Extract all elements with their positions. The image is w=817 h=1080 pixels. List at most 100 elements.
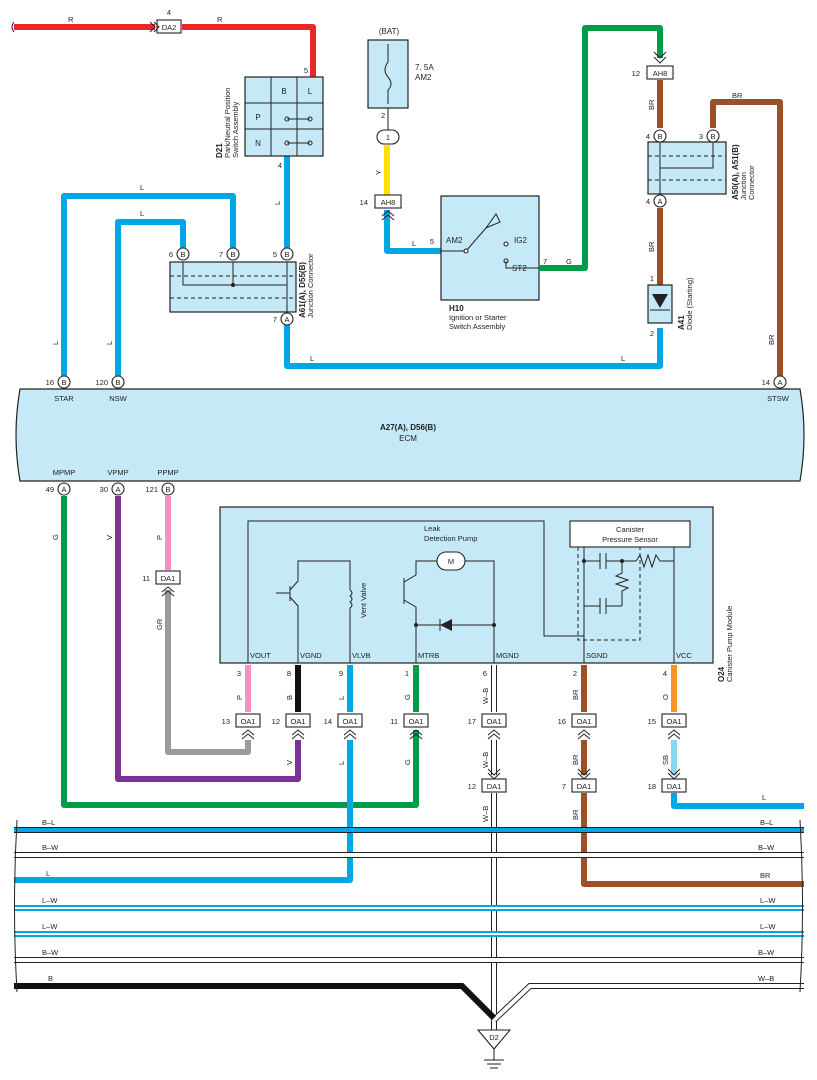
- svg-text:B: B: [230, 250, 235, 259]
- svg-text:O: O: [661, 694, 670, 700]
- svg-text:OA1: OA1: [576, 717, 591, 726]
- svg-text:B: B: [285, 695, 294, 700]
- svg-text:L–W: L–W: [42, 922, 58, 931]
- svg-text:7: 7: [543, 257, 547, 266]
- svg-text:5: 5: [273, 250, 277, 259]
- svg-text:11: 11: [142, 574, 150, 583]
- svg-text:7: 7: [273, 315, 277, 324]
- svg-text:Leak: Leak: [424, 524, 441, 533]
- svg-text:Ignition or Starter: Ignition or Starter: [449, 313, 507, 322]
- svg-text:W–B: W–B: [481, 806, 490, 822]
- svg-text:A: A: [115, 485, 120, 494]
- svg-text:2: 2: [381, 111, 385, 120]
- svg-text:AH8: AH8: [653, 69, 668, 78]
- svg-text:VPMP: VPMP: [107, 468, 128, 477]
- svg-text:A61(A), D55(B): A61(A), D55(B): [298, 262, 307, 318]
- svg-text:STSW: STSW: [767, 394, 790, 403]
- svg-text:121: 121: [145, 485, 158, 494]
- svg-text:OA1: OA1: [408, 717, 423, 726]
- o24-canister-pump-module: Leak Detection Pump M Vent Valve Caniste…: [219, 506, 734, 682]
- svg-text:L: L: [621, 354, 625, 363]
- svg-text:B: B: [710, 132, 715, 141]
- svg-text:Canister: Canister: [616, 525, 644, 534]
- svg-text:B: B: [61, 378, 66, 387]
- svg-text:1: 1: [386, 133, 390, 142]
- svg-text:GR: GR: [155, 618, 164, 630]
- svg-text:A27(A), D56(B): A27(A), D56(B): [380, 423, 436, 432]
- svg-text:Pressure Sensor: Pressure Sensor: [602, 535, 658, 544]
- svg-text:49: 49: [46, 485, 54, 494]
- svg-text:PPMP: PPMP: [157, 468, 178, 477]
- svg-text:R: R: [68, 15, 74, 24]
- svg-text:14: 14: [324, 717, 332, 726]
- svg-text:SB: SB: [661, 755, 670, 765]
- svg-text:VLVB: VLVB: [352, 651, 371, 660]
- svg-text:BR: BR: [767, 334, 776, 345]
- svg-text:B–W: B–W: [42, 843, 59, 852]
- svg-text:L: L: [310, 354, 314, 363]
- ah8-connector-1: AH8 14: [360, 194, 402, 221]
- wire-br-bus: [581, 793, 804, 887]
- wire-gr: [165, 590, 251, 755]
- svg-text:V: V: [285, 760, 294, 765]
- svg-text:VCC: VCC: [676, 651, 692, 660]
- svg-text:MGND: MGND: [496, 651, 519, 660]
- d21-switch: B L P N 5 4 D21 Park/Neutral Position Sw…: [215, 66, 324, 170]
- svg-text:2: 2: [650, 329, 654, 338]
- svg-text:Diode (Starting): Diode (Starting): [685, 277, 694, 330]
- svg-text:3: 3: [699, 132, 703, 141]
- svg-text:B–W: B–W: [758, 843, 775, 852]
- svg-text:IG2: IG2: [514, 236, 527, 245]
- svg-text:N: N: [255, 139, 261, 148]
- wires-bottom: [14, 496, 804, 887]
- svg-text:G: G: [403, 759, 412, 765]
- wire-l-da1-18: [671, 793, 804, 809]
- svg-text:3: 3: [237, 669, 241, 678]
- svg-text:Junction: Junction: [739, 172, 748, 200]
- svg-text:B: B: [657, 132, 662, 141]
- svg-text:DA1: DA1: [577, 782, 592, 791]
- svg-text:OA1: OA1: [240, 717, 255, 726]
- svg-text:4: 4: [646, 132, 650, 141]
- svg-text:STAR: STAR: [54, 394, 74, 403]
- svg-text:D2: D2: [489, 1033, 499, 1042]
- svg-text:ECM: ECM: [399, 434, 417, 443]
- svg-text:7: 7: [219, 250, 223, 259]
- svg-text:W–B: W–B: [481, 752, 490, 768]
- wire-labels: R R L L L L L L L L Y G BR BR BR BR G V …: [51, 15, 776, 822]
- svg-text:V: V: [105, 535, 114, 540]
- svg-text:L: L: [51, 341, 60, 345]
- svg-text:12: 12: [272, 717, 280, 726]
- svg-text:Vent Valve: Vent Valve: [359, 583, 368, 618]
- svg-text:L: L: [337, 761, 346, 765]
- svg-text:BR: BR: [571, 689, 580, 700]
- svg-text:B: B: [48, 974, 53, 983]
- svg-text:BR: BR: [647, 99, 656, 110]
- svg-text:A: A: [657, 197, 662, 206]
- svg-text:16: 16: [46, 378, 54, 387]
- svg-text:11: 11: [390, 717, 398, 726]
- svg-text:BR: BR: [571, 754, 580, 765]
- svg-text:Junction Connector: Junction Connector: [306, 253, 315, 318]
- svg-text:L–W: L–W: [760, 896, 776, 905]
- d2-ground: D2: [476, 1029, 512, 1069]
- svg-text:AH8: AH8: [381, 198, 396, 207]
- h10-ignition-switch: 5 AM2 IG2 ST2 7 H10 Ignition or Starter …: [430, 195, 547, 331]
- svg-text:2: 2: [573, 669, 577, 678]
- svg-text:B–W: B–W: [758, 948, 775, 957]
- svg-text:A50(A), A51(B): A50(A), A51(B): [731, 144, 740, 200]
- svg-text:P: P: [255, 113, 260, 122]
- wire-l-a61-a41: [284, 325, 663, 369]
- svg-text:G: G: [566, 257, 572, 266]
- svg-text:(BAT): (BAT): [379, 27, 400, 36]
- svg-text:14: 14: [762, 378, 770, 387]
- svg-text:L: L: [140, 183, 144, 192]
- bus-lines: [11, 21, 804, 993]
- svg-text:R: R: [217, 15, 223, 24]
- svg-text:17: 17: [468, 717, 476, 726]
- svg-text:NSW: NSW: [109, 394, 127, 403]
- svg-text:OA1: OA1: [486, 717, 501, 726]
- svg-text:L: L: [105, 341, 114, 345]
